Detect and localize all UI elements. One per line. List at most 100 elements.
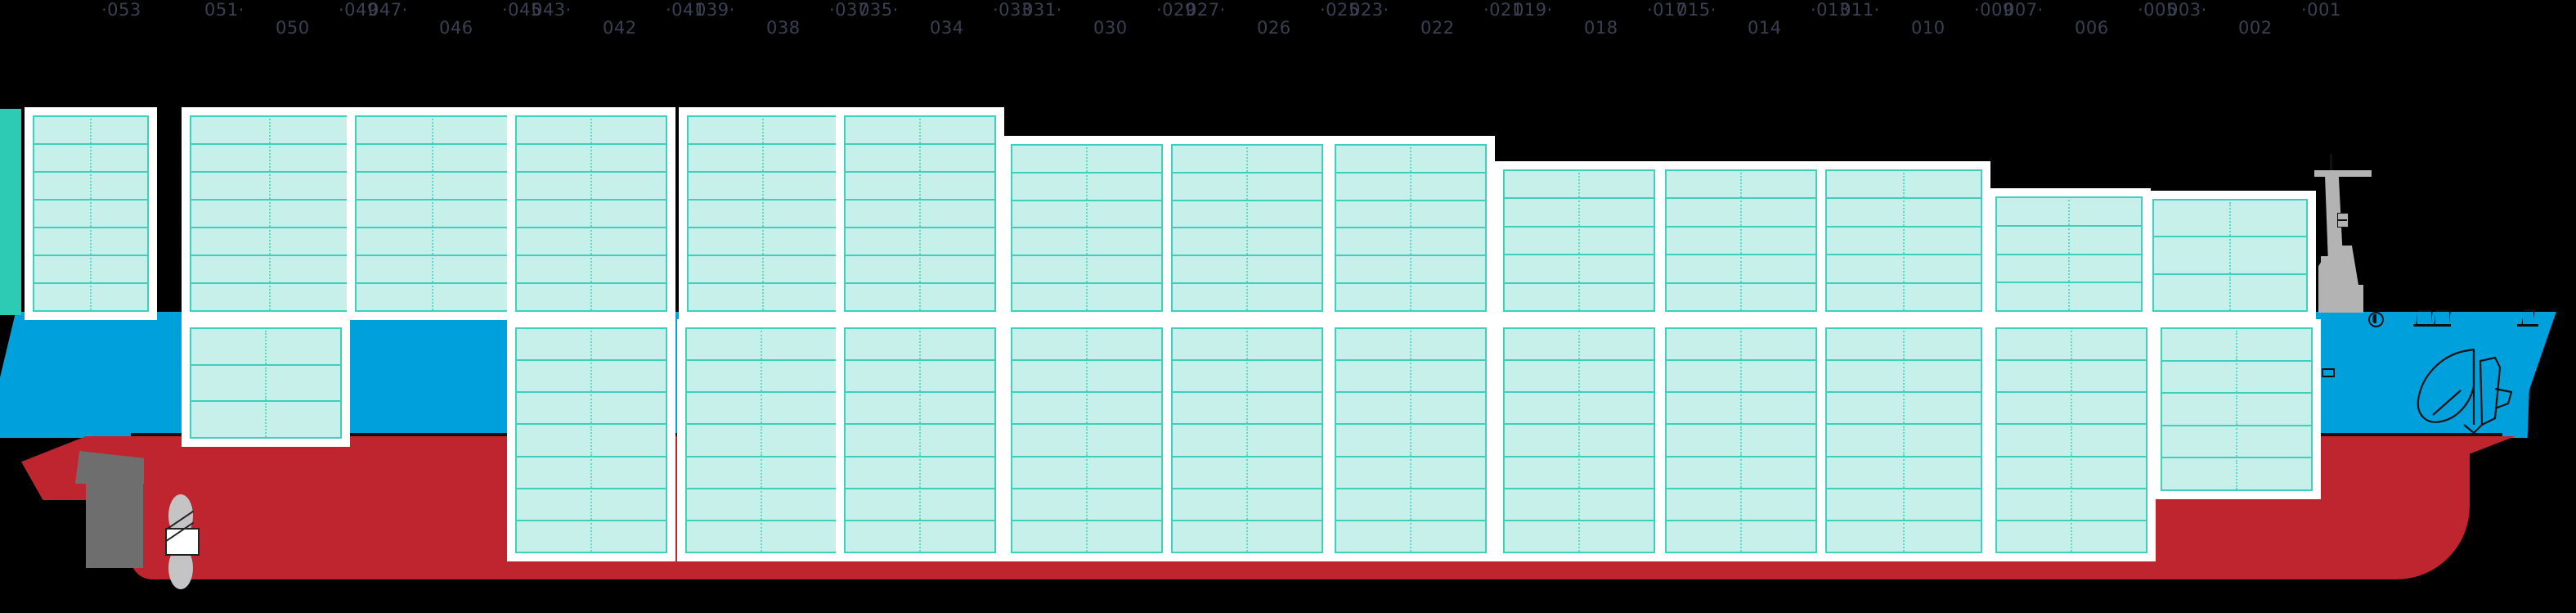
container-slot[interactable] bbox=[190, 227, 350, 255]
deck-stack-bay-005[interactable] bbox=[1987, 188, 2151, 320]
container-slot[interactable] bbox=[1503, 197, 1655, 226]
container-slot[interactable] bbox=[515, 255, 667, 282]
container-slot[interactable] bbox=[1011, 227, 1163, 255]
container-slot[interactable] bbox=[844, 227, 996, 255]
container-slot[interactable] bbox=[1171, 487, 1323, 520]
container-slot[interactable] bbox=[1995, 423, 2147, 456]
container-slot[interactable] bbox=[1665, 519, 1817, 553]
container-slot[interactable] bbox=[33, 255, 149, 282]
container-slot[interactable] bbox=[1171, 519, 1323, 553]
container-slot[interactable] bbox=[515, 487, 667, 520]
container-slot[interactable] bbox=[355, 255, 510, 282]
hold-stack-bay-034[interactable] bbox=[836, 319, 1004, 561]
container-slot[interactable] bbox=[844, 115, 996, 143]
container-slot[interactable] bbox=[685, 455, 837, 488]
container-slot[interactable] bbox=[515, 423, 667, 456]
hold-stack-bay-006[interactable] bbox=[1987, 319, 2156, 561]
container-slot[interactable] bbox=[1825, 197, 1982, 226]
container-slot[interactable] bbox=[1825, 391, 1982, 424]
container-slot[interactable] bbox=[1995, 519, 2147, 553]
container-slot[interactable] bbox=[1011, 423, 1163, 456]
container-slot[interactable] bbox=[1171, 227, 1323, 255]
container-slot[interactable] bbox=[1011, 199, 1163, 228]
container-slot[interactable] bbox=[1995, 327, 2147, 360]
container-slot[interactable] bbox=[685, 391, 837, 424]
deck-stack-bay-045[interactable] bbox=[347, 107, 518, 320]
container-slot[interactable] bbox=[1503, 254, 1655, 282]
container-slot[interactable] bbox=[1335, 455, 1487, 488]
container-slot[interactable] bbox=[1503, 169, 1655, 198]
container-slot[interactable] bbox=[844, 487, 996, 520]
container-slot[interactable] bbox=[1503, 327, 1655, 360]
container-slot[interactable] bbox=[687, 227, 839, 255]
container-slot[interactable] bbox=[1011, 487, 1163, 520]
container-slot[interactable] bbox=[1665, 225, 1817, 255]
container-slot[interactable] bbox=[2152, 273, 2308, 312]
container-slot[interactable] bbox=[515, 391, 667, 424]
container-slot[interactable] bbox=[1011, 327, 1163, 360]
container-slot[interactable] bbox=[190, 143, 350, 171]
container-slot[interactable] bbox=[2152, 236, 2308, 273]
container-slot[interactable] bbox=[844, 255, 996, 282]
container-slot[interactable] bbox=[190, 282, 350, 312]
container-slot[interactable] bbox=[355, 199, 510, 227]
container-slot[interactable] bbox=[1171, 255, 1323, 283]
deck-stack-bay-037[interactable] bbox=[679, 107, 847, 320]
container-slot[interactable] bbox=[515, 227, 667, 255]
container-slot[interactable] bbox=[1171, 391, 1323, 424]
hold-stack-bay-038[interactable] bbox=[677, 319, 846, 561]
container-slot[interactable] bbox=[515, 455, 667, 488]
container-slot[interactable] bbox=[33, 282, 149, 312]
container-slot[interactable] bbox=[844, 423, 996, 456]
container-slot[interactable] bbox=[1011, 455, 1163, 488]
container-slot[interactable] bbox=[1171, 423, 1323, 456]
hold-stack-bay-030[interactable] bbox=[1003, 319, 1171, 561]
container-slot[interactable] bbox=[1665, 359, 1817, 392]
container-slot[interactable] bbox=[355, 171, 510, 199]
container-slot[interactable] bbox=[1335, 171, 1487, 200]
deck-stack-bay-021[interactable] bbox=[1326, 136, 1495, 320]
container-slot[interactable] bbox=[1665, 391, 1817, 424]
container-slot[interactable] bbox=[2161, 359, 2313, 393]
hold-stack-bay-014[interactable] bbox=[1657, 319, 1825, 561]
container-slot[interactable] bbox=[515, 327, 667, 360]
container-slot[interactable] bbox=[1825, 327, 1982, 360]
container-slot[interactable] bbox=[355, 227, 510, 255]
container-slot[interactable] bbox=[1503, 225, 1655, 255]
container-slot[interactable] bbox=[1011, 282, 1163, 312]
deck-stack-bay-001[interactable] bbox=[2144, 191, 2316, 320]
container-slot[interactable] bbox=[1995, 455, 2147, 488]
container-slot[interactable] bbox=[190, 171, 350, 199]
container-slot[interactable] bbox=[2161, 327, 2313, 360]
container-slot[interactable] bbox=[844, 455, 996, 488]
container-slot[interactable] bbox=[1503, 423, 1655, 456]
container-slot[interactable] bbox=[1503, 282, 1655, 313]
container-slot[interactable] bbox=[685, 327, 837, 360]
container-slot[interactable] bbox=[2152, 199, 2308, 237]
container-slot[interactable] bbox=[1335, 199, 1487, 228]
container-slot[interactable] bbox=[844, 519, 996, 553]
container-slot[interactable] bbox=[1011, 519, 1163, 553]
container-slot[interactable] bbox=[844, 359, 996, 392]
container-slot[interactable] bbox=[2161, 392, 2313, 425]
container-slot[interactable] bbox=[1503, 391, 1655, 424]
container-slot[interactable] bbox=[1995, 253, 2143, 282]
container-slot[interactable] bbox=[1995, 224, 2143, 254]
container-slot[interactable] bbox=[1995, 282, 2143, 312]
container-slot[interactable] bbox=[355, 282, 510, 312]
container-slot[interactable] bbox=[1665, 169, 1817, 198]
container-slot[interactable] bbox=[1503, 487, 1655, 520]
container-slot[interactable] bbox=[1995, 391, 2147, 424]
container-slot[interactable] bbox=[1503, 519, 1655, 553]
container-slot[interactable] bbox=[685, 487, 837, 520]
container-slot[interactable] bbox=[1335, 144, 1487, 172]
container-slot[interactable] bbox=[515, 282, 667, 312]
deck-stack-bay-041[interactable] bbox=[507, 107, 675, 320]
container-slot[interactable] bbox=[33, 227, 149, 255]
container-slot[interactable] bbox=[844, 391, 996, 424]
container-slot[interactable] bbox=[1171, 199, 1323, 228]
hold-stack-bay-010[interactable] bbox=[1817, 319, 1990, 561]
container-slot[interactable] bbox=[1665, 327, 1817, 360]
container-slot[interactable] bbox=[1825, 225, 1982, 255]
container-slot[interactable] bbox=[1171, 455, 1323, 488]
